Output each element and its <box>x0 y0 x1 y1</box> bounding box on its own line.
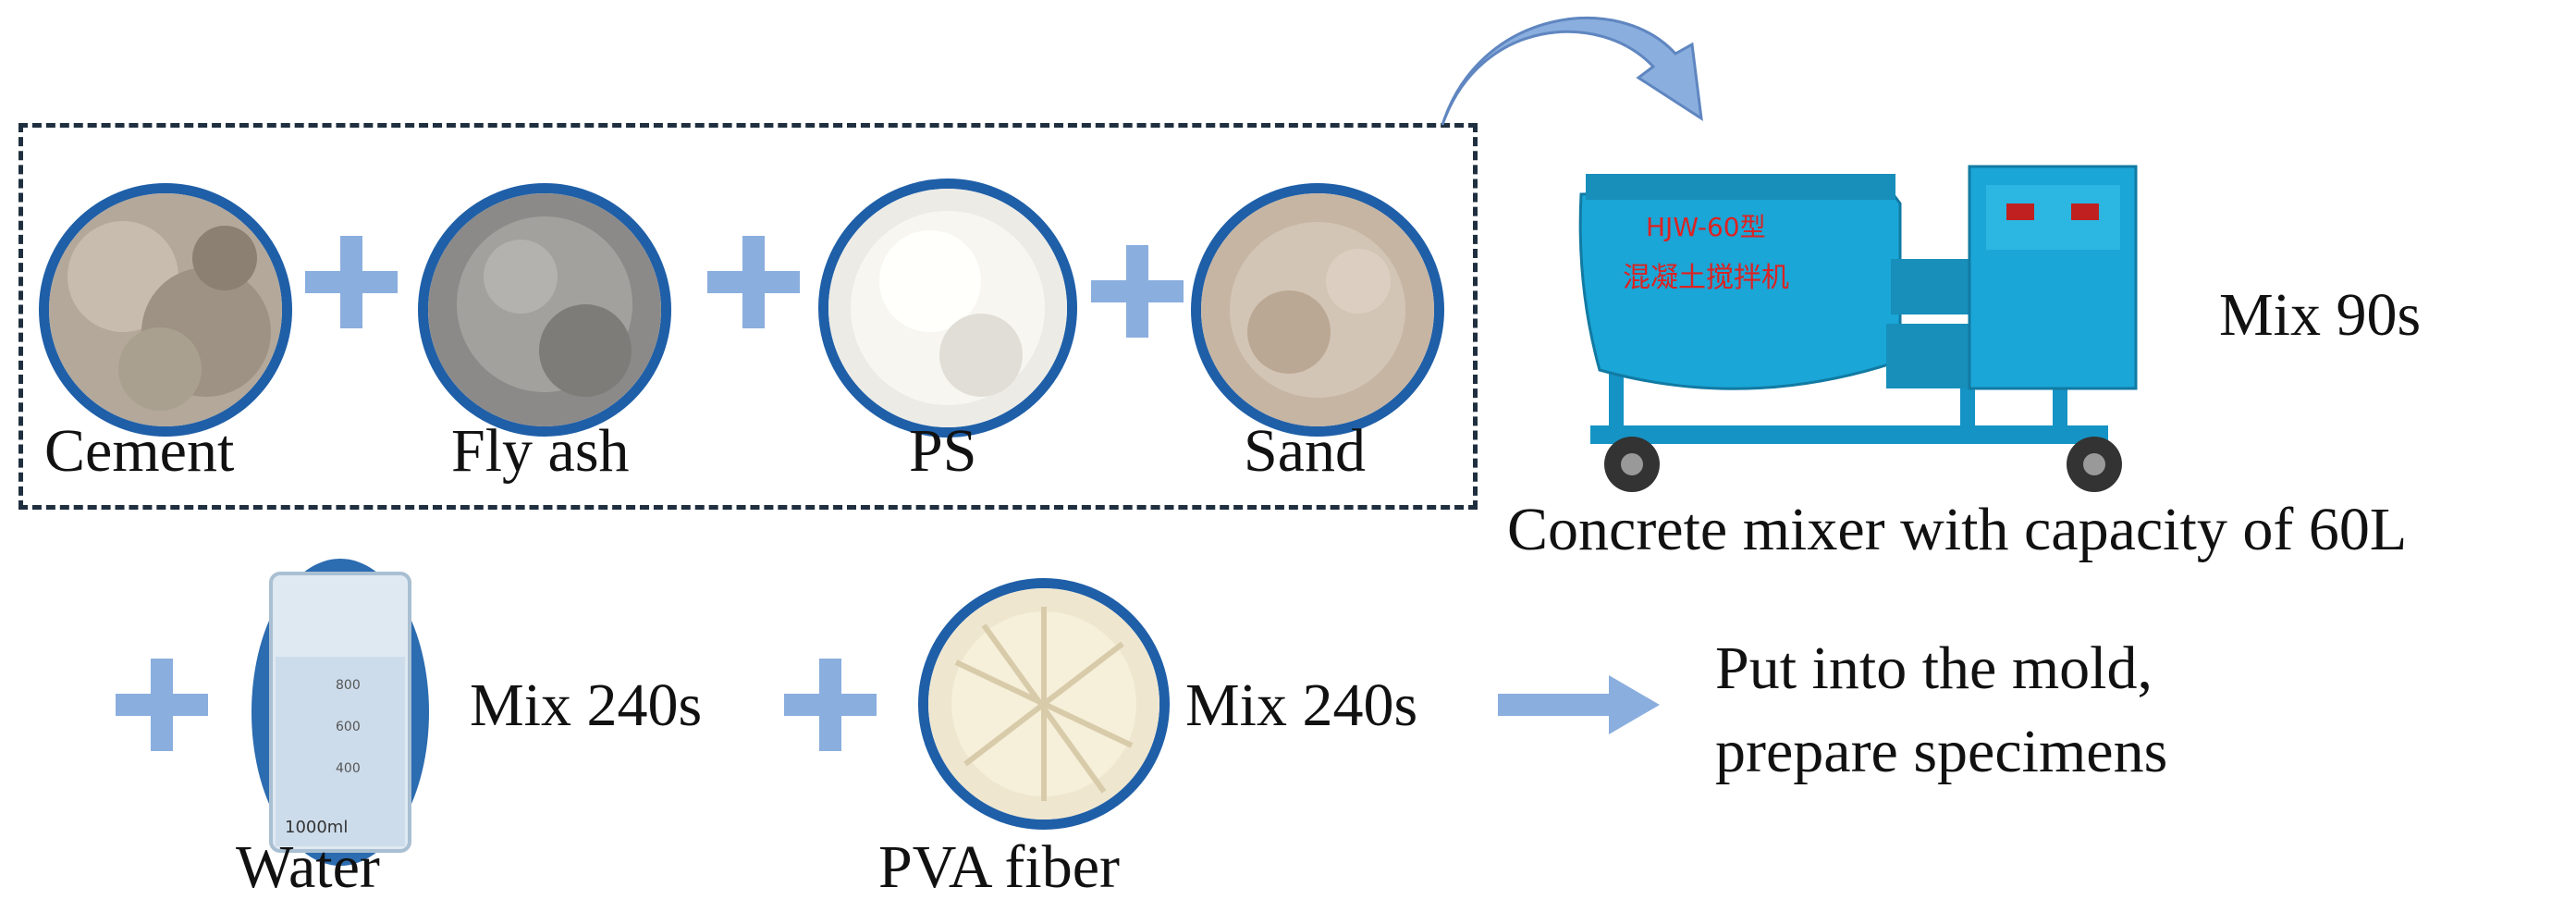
mixer-caption: Concrete mixer with capacity of 60L <box>1507 496 2408 563</box>
fly-ash-label: Fly ash <box>451 417 630 485</box>
beaker-mark-600: 600 <box>336 720 361 734</box>
beaker-mark-1000: 1000ml <box>285 818 348 837</box>
sand-label: Sand <box>1244 417 1366 485</box>
ps-label: PS <box>909 417 977 485</box>
plus-icon <box>116 659 208 751</box>
sand-image <box>1191 183 1444 437</box>
concrete-mixer-image: HJW-60型 混凝土搅拌机 <box>1578 165 2138 492</box>
pva-fiber-label: PVA fiber <box>878 833 1120 901</box>
plus-icon <box>305 236 398 328</box>
pva-fiber-image <box>918 578 1170 830</box>
arrow-to-final-step <box>1498 675 1660 734</box>
plus-icon <box>784 659 877 751</box>
plus-icon <box>1091 245 1184 338</box>
final-step-line-1: Put into the mold, <box>1715 635 2153 702</box>
materials-group-box <box>18 123 1478 510</box>
cement-image <box>39 183 292 437</box>
mixer-body-text: 混凝土搅拌机 <box>1623 262 1789 294</box>
mixer-brand-text: HJW-60型 <box>1646 212 1766 242</box>
beaker-mark-800: 800 <box>336 678 361 693</box>
cement-label: Cement <box>44 417 235 485</box>
water-label: Water <box>236 833 380 901</box>
curved-arrow-to-mixer <box>1441 17 1703 126</box>
fly-ash-image <box>418 183 671 437</box>
mix-240s-label-1: Mix 240s <box>470 672 703 739</box>
water-beaker-image: 600 400 800 1000ml <box>251 559 429 866</box>
beaker-mark-400: 400 <box>336 761 361 776</box>
mix-240s-label-2: Mix 240s <box>1185 672 1418 739</box>
mixer-step-label: Mix 90s <box>2219 281 2422 349</box>
plus-icon <box>707 236 800 328</box>
final-step-line-2: prepare specimens <box>1715 718 2168 785</box>
ps-image <box>818 179 1077 438</box>
